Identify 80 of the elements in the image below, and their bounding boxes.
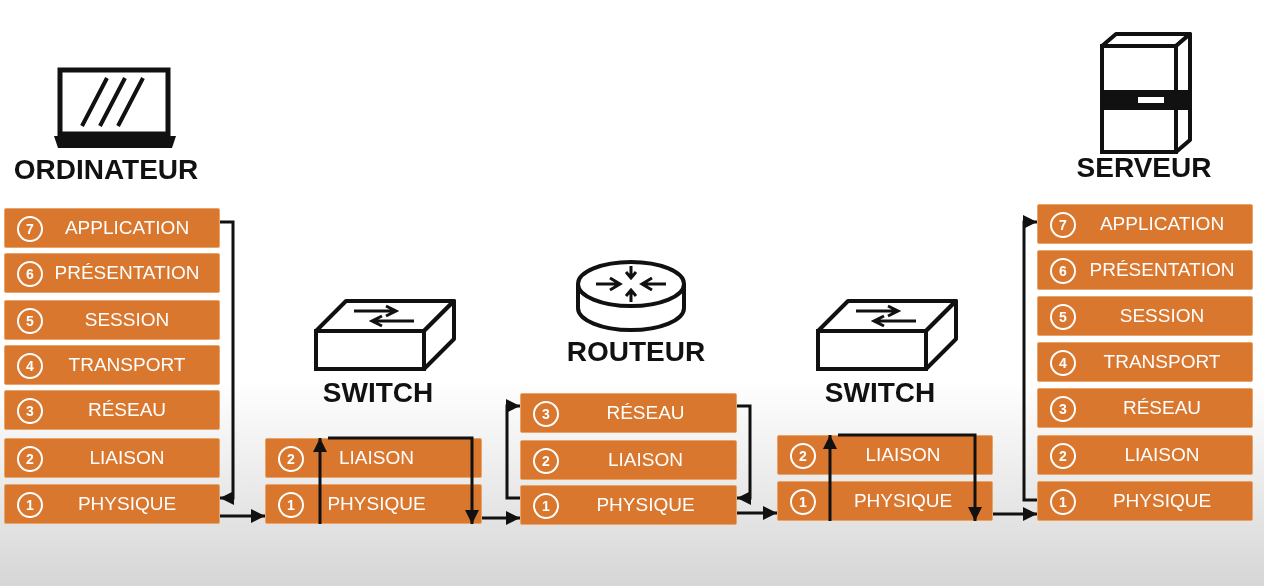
arrow — [220, 220, 235, 505]
arrow — [823, 435, 837, 521]
layer-name: APPLICATION — [1098, 213, 1226, 235]
layer-number: 3 — [17, 398, 43, 424]
arrow — [838, 433, 982, 521]
layer-name: PHYSIQUE — [595, 494, 696, 516]
arrow — [482, 511, 520, 525]
layer-number: 4 — [17, 353, 43, 379]
layer-name: LIAISON — [607, 449, 684, 471]
layer-bar — [4, 300, 220, 340]
layer-name: RÉSEAU — [86, 399, 168, 421]
layer-bar — [4, 484, 220, 524]
arrow — [737, 506, 777, 520]
layer-bar — [265, 484, 482, 524]
layer-bar — [1037, 435, 1253, 475]
layer-name: LIAISON — [338, 447, 415, 469]
arrow — [737, 404, 752, 505]
layer-name: LIAISON — [1123, 444, 1201, 466]
layer-bar — [4, 253, 220, 293]
layer-bar — [777, 481, 993, 521]
layer-bar — [1037, 388, 1253, 428]
layer-number: 2 — [533, 448, 559, 474]
arrow — [313, 438, 327, 524]
layer-bar — [4, 438, 220, 478]
layer-number: 6 — [17, 261, 43, 287]
layer-bar — [520, 393, 737, 433]
layer-number: 5 — [1050, 304, 1076, 330]
layer-number: 2 — [17, 446, 43, 472]
layer-number: 1 — [533, 493, 559, 519]
arrow — [328, 436, 479, 524]
layer-name: PRÉSENTATION — [1088, 259, 1236, 281]
arrow — [993, 507, 1037, 521]
layer-name: APPLICATION — [63, 217, 191, 239]
layer-name: LIAISON — [864, 444, 942, 466]
layer-name: PRÉSENTATION — [53, 262, 201, 284]
layer-number: 1 — [278, 492, 304, 518]
layer-number: 2 — [1050, 443, 1076, 469]
layer-bar — [520, 440, 737, 480]
layer-bar — [4, 345, 220, 385]
layer-name: PHYSIQUE — [1111, 490, 1213, 512]
layer-number: 5 — [17, 308, 43, 334]
device-heading: SWITCH — [322, 377, 434, 409]
arrow — [220, 509, 265, 523]
layer-number: 6 — [1050, 258, 1076, 284]
layer-name: SESSION — [83, 309, 171, 331]
layer-bar — [1037, 204, 1253, 244]
layer-name: LIAISON — [88, 447, 166, 469]
layer-bar — [4, 390, 220, 430]
device-heading: SWITCH — [824, 377, 936, 409]
layer-bar — [520, 485, 737, 525]
layer-bar — [4, 208, 220, 248]
layer-number: 2 — [790, 443, 816, 469]
device-heading: ORDINATEUR — [13, 154, 199, 186]
layer-name: SESSION — [1118, 305, 1206, 327]
device-heading: ROUTEUR — [566, 336, 706, 368]
layer-number: 7 — [1050, 212, 1076, 238]
layer-number: 3 — [533, 401, 559, 427]
arrow — [1022, 215, 1037, 502]
layer-bar — [1037, 481, 1253, 521]
layer-name: PHYSIQUE — [852, 490, 954, 512]
layer-name: RÉSEAU — [1121, 397, 1203, 419]
layer-bar — [265, 438, 482, 478]
layer-number: 1 — [17, 492, 43, 518]
layer-name: RÉSEAU — [605, 402, 686, 424]
layer-number: 3 — [1050, 396, 1076, 422]
layer-name: TRANSPORT — [1102, 351, 1222, 373]
device-heading: SERVEUR — [1076, 152, 1212, 184]
layer-number: 2 — [278, 446, 304, 472]
layer-number: 1 — [790, 489, 816, 515]
layer-number: 7 — [17, 216, 43, 242]
layer-bar — [1037, 250, 1253, 290]
layer-number: 1 — [1050, 489, 1076, 515]
layer-name: TRANSPORT — [67, 354, 187, 376]
layer-name: PHYSIQUE — [76, 493, 178, 515]
layer-bar — [1037, 296, 1253, 336]
layer-bar — [777, 435, 993, 475]
layer-name: PHYSIQUE — [326, 493, 427, 515]
arrow — [505, 399, 520, 500]
layer-bar — [1037, 342, 1253, 382]
layer-number: 4 — [1050, 350, 1076, 376]
